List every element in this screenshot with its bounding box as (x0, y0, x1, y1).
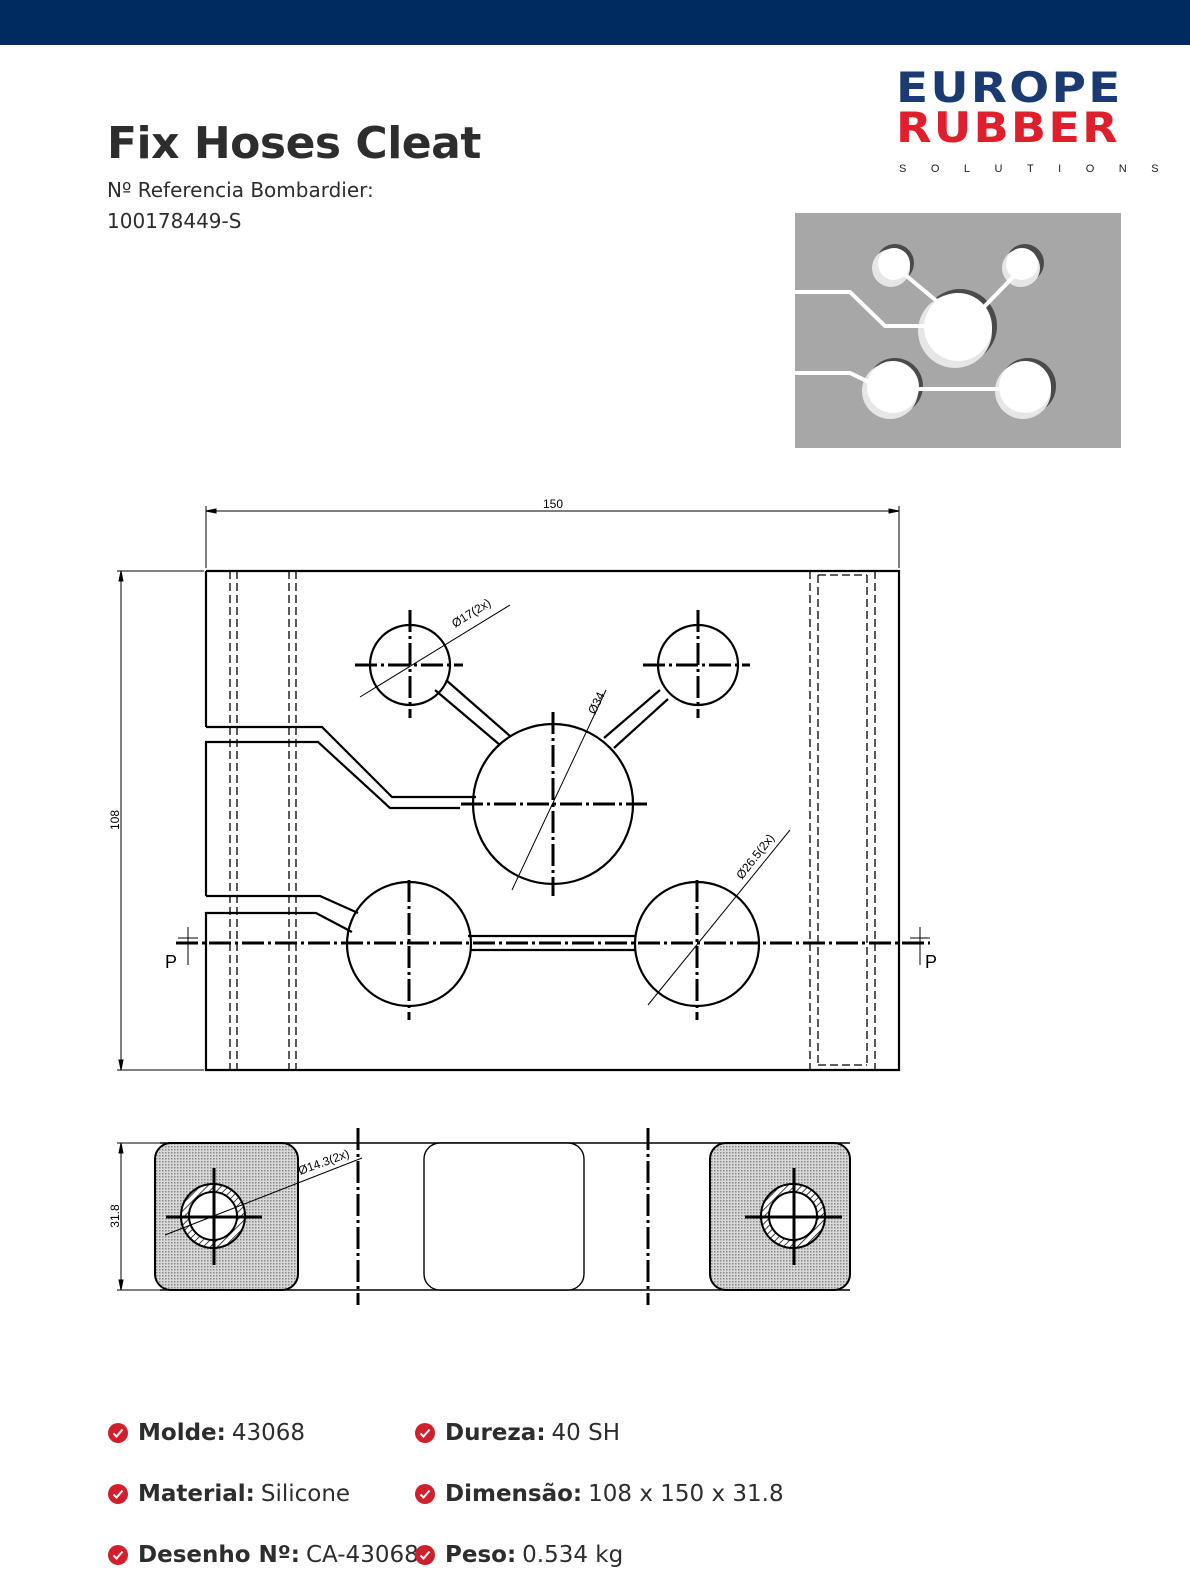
product-title: Fix Hoses Cleat (107, 118, 481, 169)
check-circle-icon (108, 1545, 128, 1565)
spec-label: Desenho Nº: (138, 1542, 300, 1568)
spec-value: 0.534 kg (522, 1542, 624, 1568)
top-banner (0, 0, 1190, 45)
technical-drawing-side-view: 31.8 Ø14.3(2x) (108, 1128, 851, 1305)
spec-label: Dureza: (445, 1420, 546, 1446)
reference-label: Nº Referencia Bombardier: (107, 178, 374, 202)
section-label-right: P (925, 952, 937, 972)
logo-solutions: SOLUTIONS (899, 163, 1184, 175)
company-logo: EUROPE RUBBER SOLUTIONS (893, 66, 1165, 181)
logo-europe: EUROPE (896, 63, 1123, 112)
section-label-left: P (165, 952, 177, 972)
check-circle-icon (108, 1423, 128, 1443)
spec-label: Dimensão: (445, 1481, 583, 1507)
spec-dureza: Dureza: 40 SH (414, 1418, 620, 1448)
spec-value: Silicone (260, 1481, 351, 1507)
check-circle-icon (415, 1423, 435, 1443)
dim-hole-small: Ø17(2x) (449, 596, 493, 631)
spec-label: Molde: (138, 1420, 226, 1446)
dim-height: 108 (108, 810, 122, 830)
technical-drawing-top-view: 150 108 Ø17(2x) Ø34 Ø26.5(2x) P P (108, 497, 937, 1072)
spec-dimensao: Dimensão: 108 x 150 x 31.8 (414, 1479, 784, 1509)
product-render-image (795, 213, 1121, 448)
spec-peso: Peso: 0.534 kg (414, 1540, 623, 1570)
logo-rubber: RUBBER (896, 103, 1120, 152)
spec-value: 108 x 150 x 31.8 (588, 1481, 784, 1507)
dim-width: 150 (543, 497, 563, 511)
spec-value: 43068 (231, 1420, 306, 1446)
reference-value: 100178449-S (107, 209, 242, 233)
check-circle-icon (415, 1545, 435, 1565)
spec-material: Material: Silicone (107, 1479, 350, 1509)
dim-hole-lower: Ø26.5(2x) (733, 831, 777, 882)
spec-desenho: Desenho Nº: CA-43068 (107, 1540, 419, 1570)
spec-molde: Molde: 43068 (107, 1418, 305, 1448)
check-circle-icon (108, 1484, 128, 1504)
spec-value: CA-43068 (305, 1542, 419, 1568)
spec-value: 40 SH (551, 1420, 620, 1446)
spec-label: Peso: (445, 1542, 517, 1568)
spec-label: Material: (138, 1481, 255, 1507)
check-circle-icon (415, 1484, 435, 1504)
dim-side-height: 31.8 (108, 1204, 122, 1228)
